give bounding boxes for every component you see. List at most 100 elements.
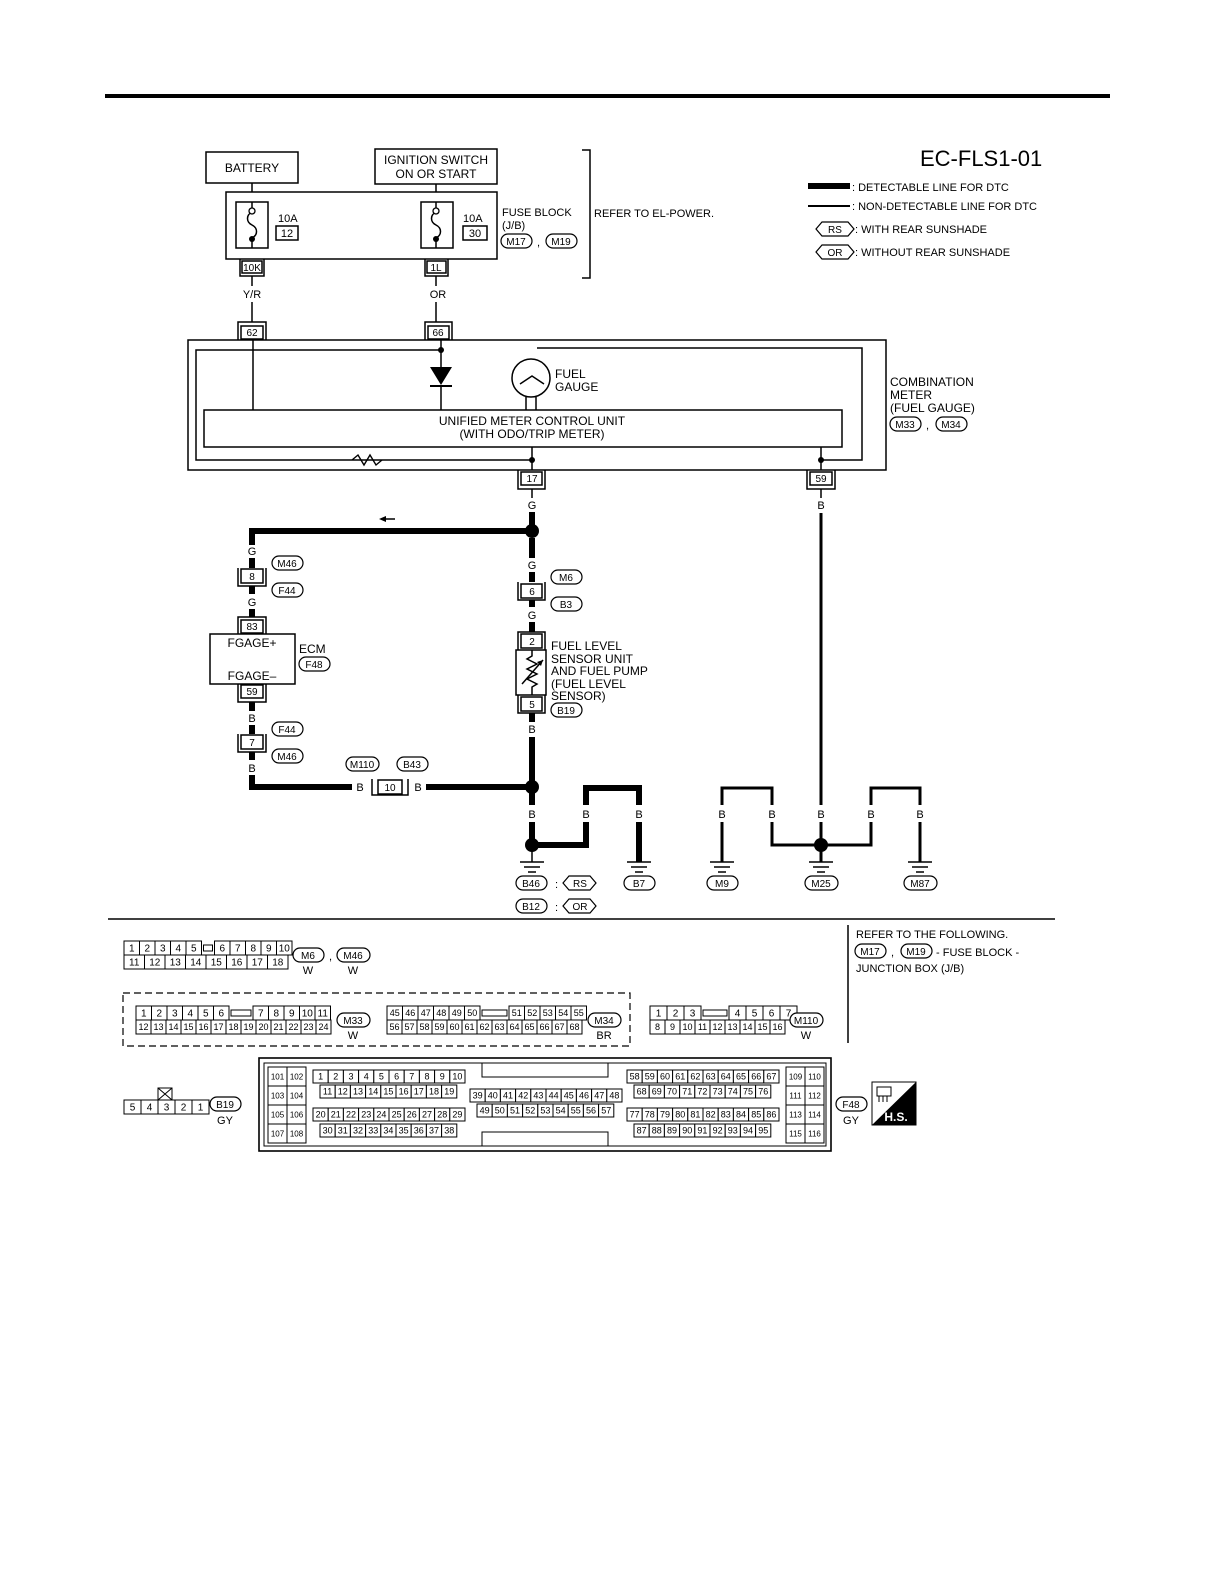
sensor-connector-b19: B19 — [557, 706, 575, 717]
pin-number: 5 — [203, 1009, 209, 1020]
connector-lock — [230, 1009, 252, 1017]
pin-number: 77 — [630, 1110, 640, 1120]
wire-color-yr: Y/R — [243, 289, 261, 301]
fuel-gauge-label-2: GAUGE — [555, 380, 598, 394]
svg-text:,: , — [329, 951, 332, 963]
pin-number: 112 — [808, 1091, 821, 1100]
pin-cell — [598, 1103, 615, 1118]
pin-number: 13 — [153, 1022, 163, 1032]
pin-number: 47 — [594, 1091, 604, 1101]
fuse-2-amp: 10A — [463, 213, 483, 225]
pin-number: 70 — [667, 1087, 677, 1097]
legend-thick-line — [808, 183, 850, 189]
connector-name-m33: M33 — [343, 1016, 363, 1027]
connector-name-m46: M46 — [343, 951, 363, 962]
wire-color-g-3: G — [248, 597, 257, 609]
connector-icon — [876, 1086, 892, 1097]
pin-number: 21 — [273, 1022, 283, 1032]
pin-number: 18 — [228, 1022, 238, 1032]
pin-number: 36 — [414, 1126, 424, 1136]
pin-number: 4 — [147, 1103, 153, 1114]
pin-number: 73 — [713, 1087, 723, 1097]
pin-number: 90 — [682, 1126, 692, 1136]
pin-number: 111 — [789, 1091, 802, 1100]
connector-color-f48: GY — [843, 1115, 860, 1127]
pin-number: 8 — [273, 1009, 279, 1020]
harness-side-badge: H.S. — [871, 1081, 917, 1126]
junction-connector-m46: M46 — [277, 559, 297, 570]
pin-number: 59 — [434, 1022, 444, 1032]
meter-label-1: COMBINATION — [890, 375, 974, 389]
ground-b12: B12 — [522, 902, 540, 913]
pin-number: 43 — [533, 1091, 543, 1101]
ecm-fgage-minus: FGAGE– — [228, 669, 277, 683]
pin-number: 12 — [149, 958, 161, 969]
pin-number: 25 — [392, 1110, 402, 1120]
pin-cell — [755, 1123, 772, 1138]
rs-tag-shape — [815, 221, 855, 237]
or-tag-shape — [815, 244, 855, 260]
junction-pin-6: 6 — [529, 587, 535, 598]
junction-connector-b43: B43 — [403, 760, 421, 771]
connector-lock — [203, 944, 213, 952]
junction-connector-f44-2: F44 — [278, 725, 296, 736]
pin-number: 58 — [630, 1072, 640, 1082]
fuel-gauge-label-1: FUEL — [555, 367, 586, 381]
svg-text:,: , — [891, 947, 894, 959]
ignition-label-2: ON OR START — [396, 167, 478, 181]
pin-number: 54 — [558, 1008, 568, 1018]
pin-number: 34 — [383, 1126, 393, 1136]
pin-number: 33 — [368, 1126, 378, 1136]
wire-color-b-13: B — [867, 809, 874, 821]
pin-number: 5 — [130, 1103, 136, 1114]
connector-color-m6: W — [303, 965, 314, 977]
pin-number: 7 — [258, 1009, 264, 1020]
dashed-connector-group — [122, 992, 631, 1047]
ground-b7: B7 — [633, 879, 646, 890]
pin-number: 35 — [399, 1126, 409, 1136]
junction-connector-m46-2: M46 — [277, 752, 297, 763]
pin-number: 103 — [271, 1091, 285, 1100]
fuse-block-label-1: FUSE BLOCK — [502, 207, 572, 219]
fuse-2-number: 30 — [469, 228, 481, 240]
pin-number: 6 — [219, 944, 225, 955]
wire-color-b-8: B — [635, 809, 642, 821]
pin-number: 14 — [742, 1022, 752, 1032]
ground-m9: M9 — [715, 879, 729, 890]
pin-number: 49 — [452, 1008, 462, 1018]
pin-number: 6 — [394, 1072, 399, 1082]
wire-color-b-5: B — [528, 724, 535, 736]
pin-number: 4 — [187, 1009, 193, 1020]
pin-number: 60 — [449, 1022, 459, 1032]
wire-color-b-2: B — [248, 763, 255, 775]
ground-b46: B46 — [522, 879, 540, 890]
pin-number: 54 — [556, 1106, 566, 1116]
pin-number: 3 — [690, 1009, 696, 1020]
ground-b12-or: OR — [573, 902, 588, 913]
pin-cell — [769, 1019, 786, 1035]
pin-number: 4 — [735, 1009, 741, 1020]
pin-number: 15 — [757, 1022, 767, 1032]
wire-color-b-12: B — [768, 809, 775, 821]
junction-connector-f44: F44 — [278, 586, 296, 597]
pin-number: 92 — [713, 1126, 723, 1136]
pin-number: 59 — [645, 1072, 655, 1082]
pin-number: 1 — [141, 1009, 147, 1020]
pin-number: 18 — [272, 958, 284, 969]
pin-number: 8 — [250, 944, 256, 955]
pin-cell — [763, 1107, 780, 1122]
pin-number: 8 — [424, 1072, 429, 1082]
pin-number: 91 — [697, 1126, 707, 1136]
pin-cell — [449, 1107, 466, 1122]
pin-number: 67 — [554, 1022, 564, 1032]
svg-text:,: , — [926, 420, 929, 432]
signal-direction-arrow — [379, 516, 386, 522]
pin-cell — [286, 1123, 307, 1144]
or-tag: OR — [828, 248, 843, 259]
pin-number: 27 — [422, 1110, 432, 1120]
fuse-block-label-2: (J/B) — [502, 220, 525, 232]
pin-number: 22 — [346, 1110, 356, 1120]
pin-number: 10 — [682, 1022, 692, 1032]
junction-pin-7: 7 — [249, 738, 255, 749]
pin-number: 46 — [405, 1008, 415, 1018]
